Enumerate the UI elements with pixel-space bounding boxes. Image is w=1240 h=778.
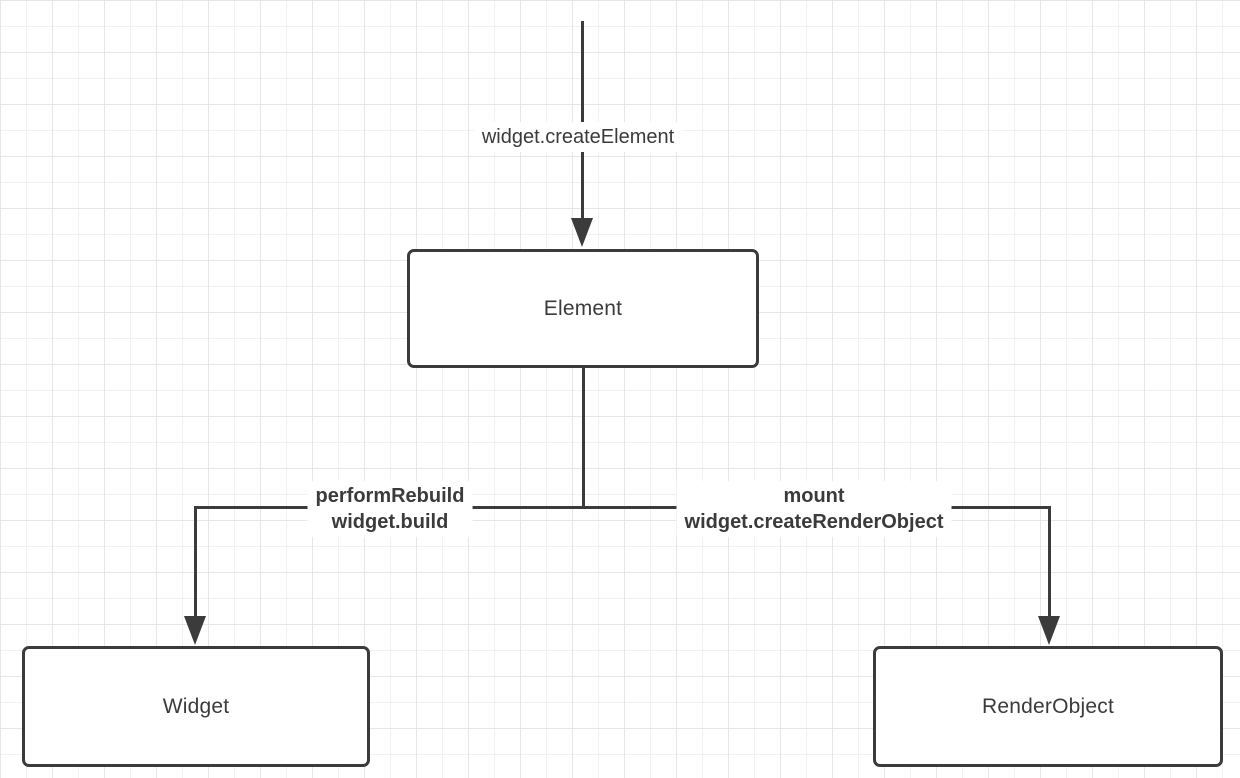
node-renderobject-label: RenderObject — [982, 694, 1114, 718]
edge-label-text-line1: performRebuild — [315, 485, 465, 507]
edge-label-create-element: widget.createElement — [473, 122, 683, 152]
node-widget-label: Widget — [162, 694, 230, 718]
arrowhead-to-element-icon — [571, 218, 593, 247]
arrowhead-to-renderobject-icon — [1038, 616, 1060, 645]
edge-label-text-line2: widget.createRenderObject — [684, 511, 944, 533]
node-element-label: Element — [543, 296, 623, 320]
node-renderobject: RenderObject — [873, 646, 1223, 767]
edge-label-mount: mount widget.createRenderObject — [676, 481, 952, 537]
edge-top-to-element — [581, 21, 584, 219]
edge-label-text-line1: mount — [783, 485, 845, 507]
arrowhead-to-widget-icon — [184, 616, 206, 645]
node-element: Element — [407, 249, 759, 368]
edge-label-text-line2: widget.build — [331, 511, 449, 533]
edge-element-down — [582, 368, 585, 509]
edge-branch-horizontal — [194, 506, 1051, 509]
edge-label-text: widget.createElement — [481, 126, 675, 148]
edge-label-perform-rebuild: performRebuild widget.build — [307, 481, 473, 537]
node-widget: Widget — [22, 646, 370, 767]
edge-to-renderobject — [1048, 506, 1051, 618]
edge-to-widget — [194, 506, 197, 618]
